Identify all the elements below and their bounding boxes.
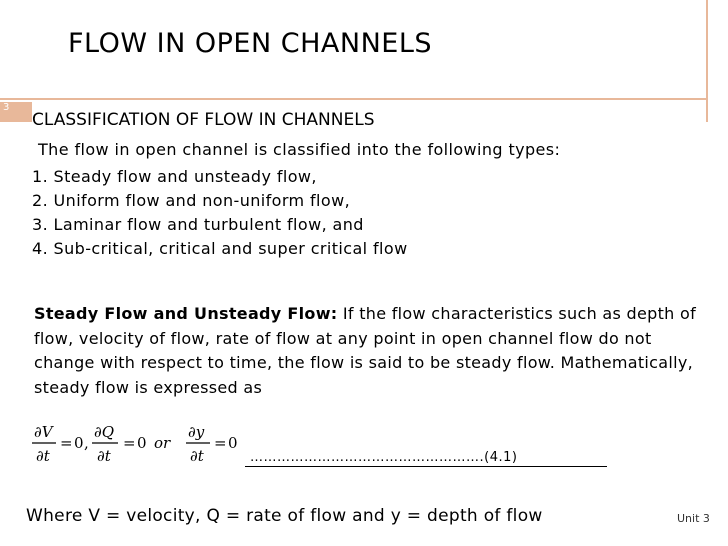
intro-text: The flow in open channel is classified i…: [38, 140, 561, 159]
eq-numerator-2: ∂Q: [94, 423, 114, 441]
slide-number: 3: [3, 102, 10, 113]
eq-denominator-3: ∂t: [190, 447, 205, 465]
flow-types-list: 1. Steady flow and unsteady flow, 2. Uni…: [32, 165, 408, 261]
slide-number-box: [0, 102, 32, 122]
slide-title: FLOW IN OPEN CHANNELS: [68, 28, 433, 59]
list-item: 3. Laminar flow and turbulent flow, and: [32, 215, 364, 234]
unit-label: Unit 3: [677, 512, 710, 525]
eq-numerator-1: ∂V: [34, 423, 55, 441]
equation-reference: …………………………………………….(4.1): [250, 450, 518, 465]
list-item: 1. Steady flow and unsteady flow,: [32, 167, 317, 186]
section-subtitle: CLASSIFICATION OF FLOW IN CHANNELS: [32, 110, 375, 130]
header-vertical-rule: [706, 0, 708, 122]
eq-denominator-2: ∂t: [97, 447, 112, 465]
eq-rhs-3: 0: [228, 434, 238, 452]
list-item: 2. Uniform flow and non-uniform flow,: [32, 191, 351, 210]
list-item: 4. Sub-critical, critical and super crit…: [32, 239, 408, 258]
eq-comma: ,: [84, 434, 89, 452]
variable-legend: Where V = velocity, Q = rate of flow and…: [26, 506, 543, 526]
equation-underline: [245, 466, 607, 467]
steady-flow-equation: ∂V ∂t = 0 , ∂Q ∂t = 0 or ∂y ∂t = 0: [32, 423, 238, 465]
eq-or: or: [154, 434, 171, 452]
eq-numerator-3: ∂y: [188, 423, 205, 441]
eq-equals-3: =: [214, 434, 227, 452]
definition-term: Steady Flow and Unsteady Flow:: [34, 304, 338, 323]
definition-text: If the flow characteristics such as dept…: [34, 304, 697, 397]
eq-equals-2: =: [123, 434, 136, 452]
eq-rhs-2: 0: [137, 434, 147, 452]
eq-equals-1: =: [60, 434, 73, 452]
header-divider: [0, 98, 708, 100]
definition-paragraph: Steady Flow and Unsteady Flow: If the fl…: [34, 302, 704, 400]
eq-rhs-1: 0: [74, 434, 84, 452]
eq-denominator-1: ∂t: [36, 447, 51, 465]
